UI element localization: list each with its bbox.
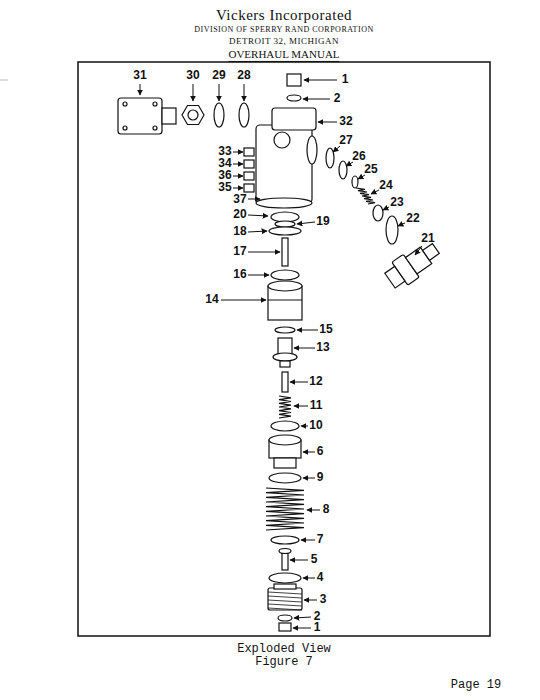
company-title: Vickers Incorporated: [216, 7, 352, 24]
body-top-block: [272, 108, 316, 130]
figure-border: [78, 62, 490, 636]
callout-number: 2: [334, 92, 341, 105]
seat: [373, 205, 383, 221]
spring-coil: [279, 396, 291, 418]
callout-number: 10: [309, 419, 322, 432]
parts: [118, 74, 444, 631]
header-line: DETROIT 32, MICHIGAN: [229, 37, 339, 47]
callout-number: 1: [342, 73, 349, 86]
callout-number: 35: [218, 181, 231, 194]
plate: [244, 172, 254, 180]
callout-number: 23: [390, 196, 403, 209]
callout-number: 28: [237, 69, 250, 82]
margin-mark: [0, 80, 8, 81]
figure-caption: Exploded View Figure 7: [232, 643, 336, 669]
callout-number: 5: [311, 553, 318, 566]
callout-number: 31: [133, 69, 146, 82]
ring: [326, 148, 334, 168]
ring: [269, 573, 301, 583]
cover-boss: [162, 108, 176, 124]
washer: [271, 421, 299, 431]
screw: [282, 552, 288, 570]
ring: [275, 327, 295, 333]
plug: [287, 74, 301, 86]
nut: [182, 106, 204, 125]
ring: [386, 216, 398, 244]
callout-number: 15: [319, 323, 332, 336]
callout-number: 22: [406, 212, 419, 225]
rod: [282, 372, 288, 392]
washer: [287, 95, 301, 101]
callout-number: 27: [339, 134, 352, 147]
callout-number: 21: [421, 232, 434, 245]
page-number: Page 19: [451, 679, 501, 692]
callout-number: 26: [352, 150, 365, 163]
callout-number: 12: [309, 375, 322, 388]
pin: [282, 238, 288, 266]
callout-number: 24: [379, 179, 392, 192]
cover-plate: [118, 98, 162, 134]
valve-body: [256, 125, 312, 203]
thread: [268, 592, 302, 594]
plate: [244, 184, 254, 192]
ring: [339, 161, 347, 179]
poppet-flange: [273, 353, 297, 361]
callout-number: 16: [233, 268, 246, 281]
plate: [244, 160, 254, 168]
spring-coil: [266, 488, 304, 530]
washer: [278, 615, 292, 621]
callout-number: 37: [233, 193, 246, 206]
callout-number: 19: [316, 215, 329, 228]
thread: [268, 596, 302, 598]
plate: [244, 148, 254, 156]
callout-number: 18: [233, 225, 246, 238]
header-line: DIVISION OF SPERRY RAND CORPORATION: [194, 26, 373, 35]
callout-number: 14: [205, 293, 218, 306]
thread: [268, 608, 302, 610]
washer: [269, 227, 301, 235]
ring: [239, 103, 249, 127]
callout-number: 9: [317, 471, 324, 484]
callout-number: 3: [320, 593, 327, 606]
ring: [269, 473, 301, 483]
callout-number: 8: [323, 503, 330, 516]
callout-number: 11: [310, 399, 323, 412]
callout-number: 25: [364, 163, 377, 176]
body-bore: [256, 198, 312, 208]
thread: [268, 604, 302, 606]
ball: [352, 176, 358, 188]
callout-number: 17: [233, 245, 246, 258]
disk: [271, 536, 299, 544]
ring: [275, 221, 295, 227]
callout-number: 6: [317, 445, 324, 458]
callout-number: 13: [316, 341, 329, 354]
callout-number: 20: [233, 208, 246, 221]
springs: [266, 188, 375, 530]
plug-body: [268, 588, 302, 610]
callout-number: 29: [212, 69, 225, 82]
callout-number: 4: [317, 571, 324, 584]
ring: [271, 270, 299, 280]
spring-coil: [356, 188, 375, 204]
header-line: OVERHAUL MANUAL: [228, 48, 339, 62]
callout-number: 32: [339, 115, 352, 128]
leader-lines: [140, 80, 422, 628]
body-port: [274, 132, 290, 148]
body-port: [307, 136, 317, 164]
threads: [268, 592, 302, 610]
ring: [214, 103, 224, 127]
sleeve-top: [268, 281, 302, 291]
callout-number: 7: [317, 533, 324, 546]
callout-number: 30: [186, 69, 199, 82]
callout-number: 1: [314, 621, 321, 634]
nut: [279, 623, 291, 631]
thread: [268, 600, 302, 602]
